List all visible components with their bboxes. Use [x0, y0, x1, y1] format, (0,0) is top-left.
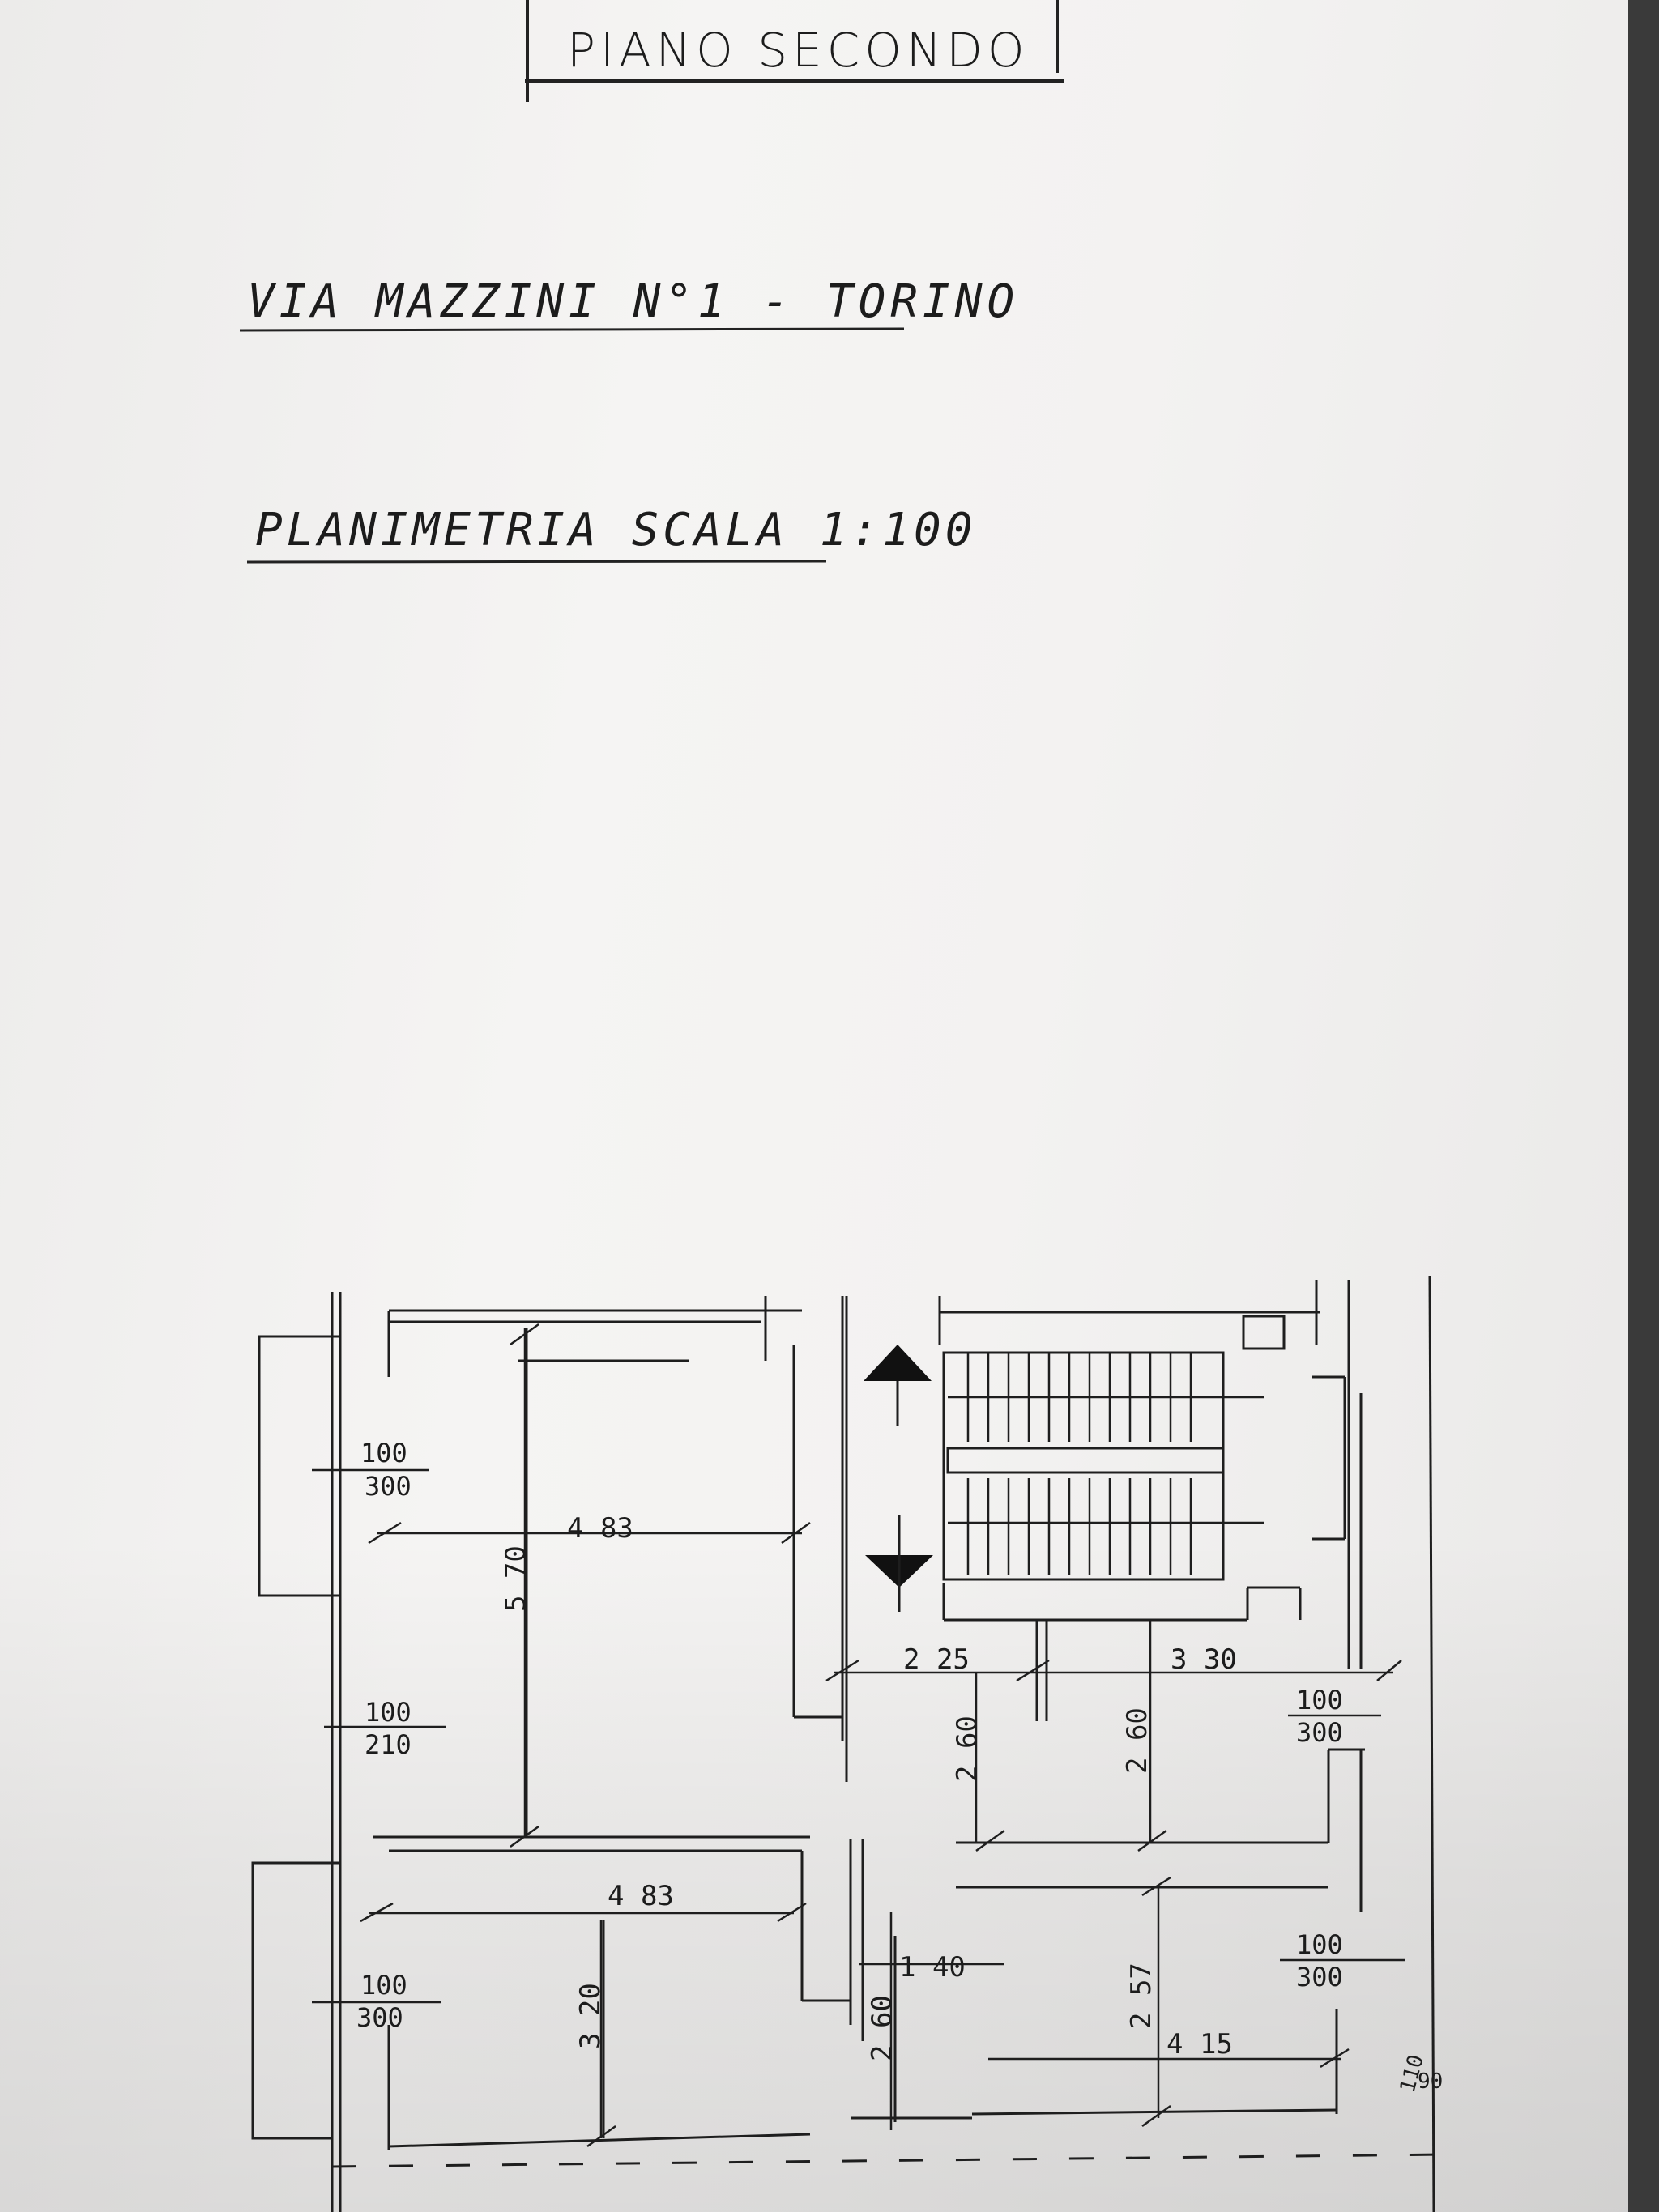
- dimension-label: 2 25: [903, 1643, 970, 1676]
- window-label-bottom: 300: [1296, 1717, 1343, 1748]
- scale-heading: PLANIMETRIA SCALA 1:100: [255, 504, 977, 556]
- address-underline: [240, 327, 905, 332]
- dimension-label: 4 83: [608, 1880, 674, 1912]
- window-label-bottom: 210: [365, 1729, 412, 1760]
- dimension-label: 2 60: [1121, 1707, 1154, 1774]
- dimension-label: 3 20: [574, 1983, 607, 2049]
- window-label-bottom: 300: [1296, 1962, 1343, 1993]
- dimension-label: 4 83: [567, 1512, 633, 1545]
- small-dimension-label: 90: [1418, 2069, 1443, 2094]
- dimension-label: 2 57: [1125, 1963, 1158, 2029]
- dimension-label: 5 70: [500, 1545, 532, 1612]
- paper-shadow: [0, 1539, 1628, 2212]
- window-label-top: 100: [1296, 1685, 1343, 1715]
- window-label-top: 100: [365, 1697, 412, 1728]
- dimension-label: 4 15: [1166, 2028, 1233, 2061]
- address-heading: VIA MAZZINI N°1 - TORINO: [247, 275, 1020, 328]
- window-label-top: 100: [1296, 1929, 1343, 1960]
- dimension-label: 1 40: [899, 1951, 966, 1984]
- plan-dimension-lines: [360, 1323, 1402, 2148]
- dimension-label: 2 60: [951, 1715, 983, 1782]
- plan-labels: 4 83 5 70 4 83 3 20 2 25 3 30 2 60 2 60 …: [312, 1438, 1443, 2095]
- page-title: PIANO SECONDO: [567, 23, 1030, 78]
- title-frame: [525, 0, 1064, 102]
- stair-treads: [948, 1353, 1264, 1575]
- dimension-label: 3 30: [1171, 1643, 1237, 1676]
- window-label-top: 100: [360, 1970, 407, 2001]
- window-label-top: 100: [360, 1438, 407, 1468]
- dimension-label: 2 60: [866, 1995, 898, 2061]
- scale-underline: [247, 560, 827, 564]
- plan-walls: [251, 1275, 1443, 2212]
- window-label-bottom: 300: [356, 2002, 403, 2033]
- window-label-bottom: 300: [365, 1471, 412, 1502]
